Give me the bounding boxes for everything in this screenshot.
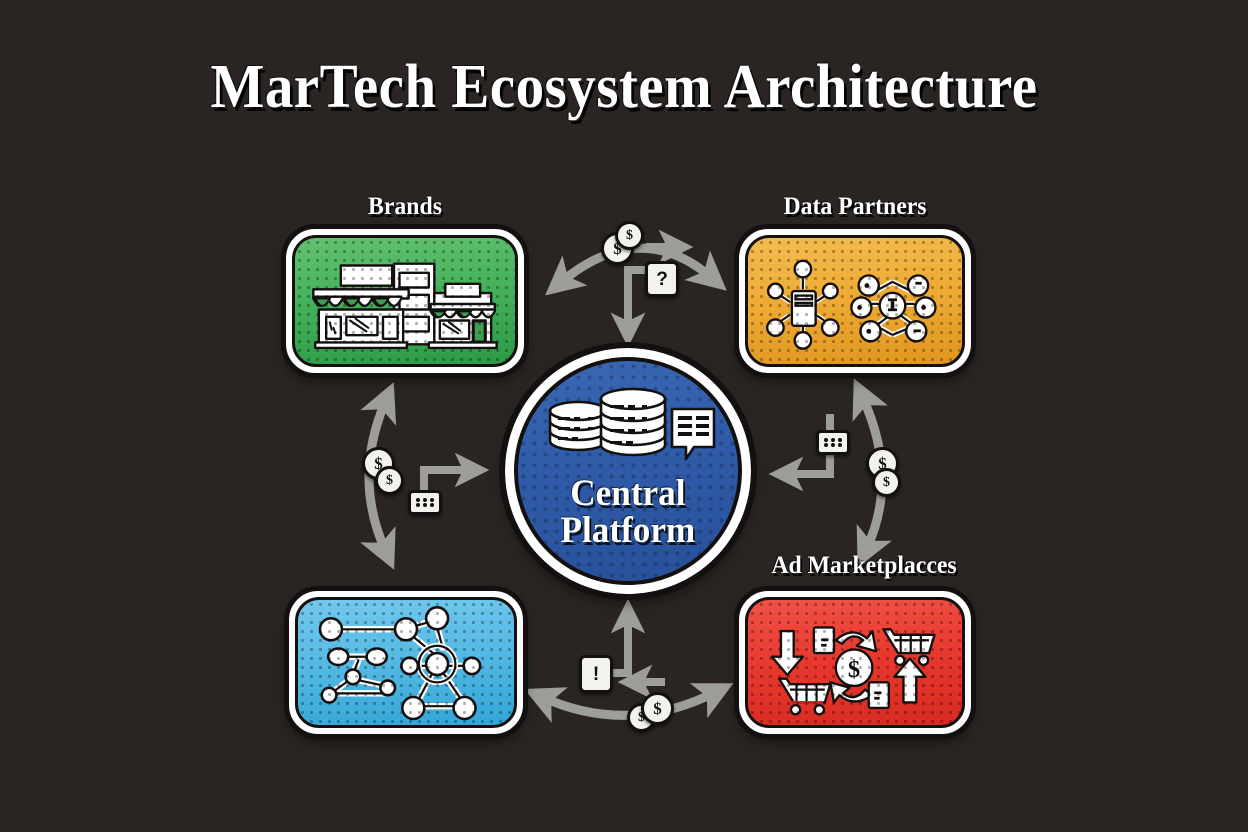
database-stack-and-chat-icon <box>538 387 718 470</box>
network-nodes-icon <box>766 259 937 350</box>
node-card-brands[interactable] <box>281 224 529 378</box>
node-label-ad-marketplaces: Ad Marketplacces <box>771 552 957 579</box>
hub-label-line-1: Central <box>570 473 686 515</box>
alert-badge: ! <box>579 655 613 693</box>
shopping-cart-exchange-icon: $ <box>770 626 936 716</box>
network-graph-icon <box>318 606 482 721</box>
node-card-ad-marketplaces[interactable]: $ <box>734 586 976 739</box>
svg-text:$: $ <box>848 656 860 683</box>
node-card-data-partners[interactable] <box>734 224 976 378</box>
page-title: MarTech Ecosystem Architecture <box>210 53 1038 121</box>
coin-badge: $ <box>375 466 404 495</box>
data-grid-icon <box>816 430 850 455</box>
central-platform-node[interactable]: Central Platform <box>499 342 757 600</box>
node-label-data-partners: Data Partners <box>783 193 927 220</box>
question-badge: ? <box>645 261 679 297</box>
coin-badge: $ <box>641 692 674 725</box>
central-platform-label: Central Platform <box>560 473 696 551</box>
coin-badge: $ <box>872 468 901 497</box>
hub-label-line-2: Platform <box>560 509 696 551</box>
node-card-publishers[interactable] <box>284 586 528 739</box>
node-label-brands: Brands <box>368 193 442 220</box>
data-grid-icon <box>408 490 442 515</box>
storefront-icon <box>312 262 498 350</box>
coin-badge: $ <box>615 221 644 250</box>
